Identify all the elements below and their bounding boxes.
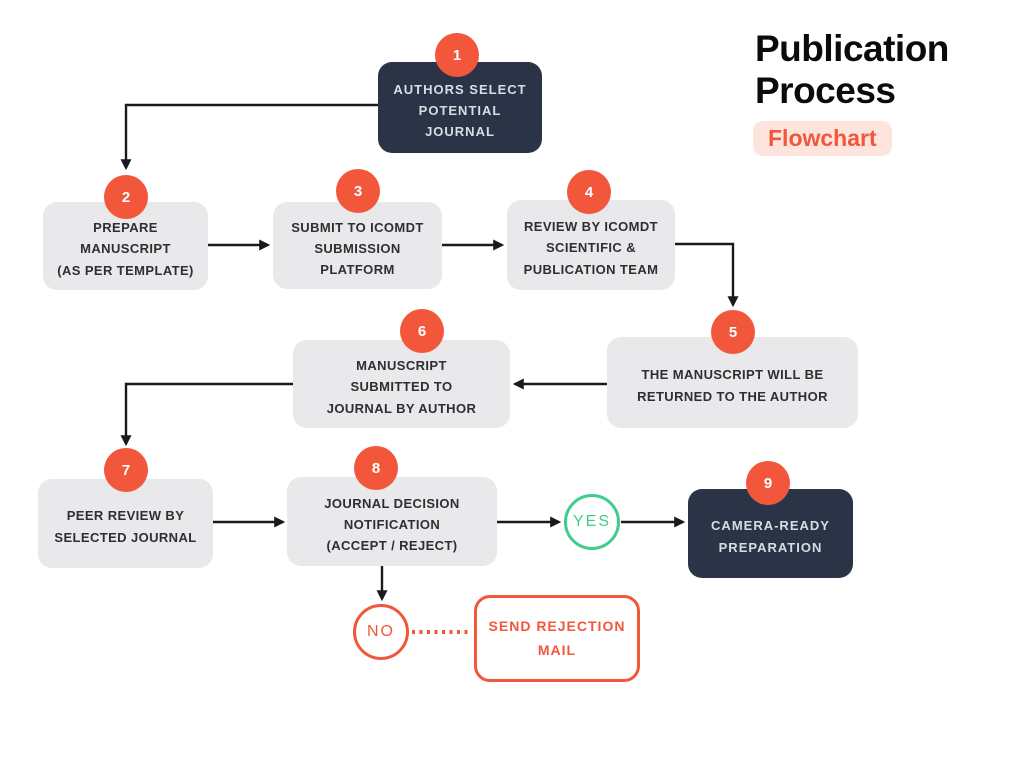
step-8-label: JOURNAL DECISION NOTIFICATION (ACCEPT / … xyxy=(324,495,460,554)
step-8-number-badge: 8 xyxy=(354,446,398,490)
send-rejection-mail-label: SEND REJECTION MAIL xyxy=(488,617,626,658)
send-rejection-mail-box: SEND REJECTION MAIL xyxy=(474,595,640,682)
step-6-box: MANUSCRIPT SUBMITTED TO JOURNAL BY AUTHO… xyxy=(293,340,510,428)
step-9-box: CAMERA-READY PREPARATION xyxy=(688,489,853,578)
step-7-label: PEER REVIEW BY SELECTED JOURNAL xyxy=(54,508,197,545)
step-4-box: REVIEW BY ICOMDT SCIENTIFIC & PUBLICATIO… xyxy=(507,200,675,290)
step-4-number-badge: 4 xyxy=(567,170,611,214)
step-2-number-badge: 2 xyxy=(104,175,148,219)
step-1-box: AUTHORS SELECT POTENTIAL JOURNAL xyxy=(378,62,542,153)
arrow-step1-to-step2 xyxy=(120,103,378,171)
step-2-label: PREPARE MANUSCRIPT (AS PER TEMPLATE) xyxy=(57,220,194,278)
step-6-number-badge: 6 xyxy=(400,309,444,353)
step-3-number-badge: 3 xyxy=(336,169,380,213)
step-7-number-badge: 7 xyxy=(104,448,148,492)
step-1-number-badge: 1 xyxy=(435,33,479,77)
arrow-step4-to-step5 xyxy=(675,242,739,308)
step-6-label: MANUSCRIPT SUBMITTED TO JOURNAL BY AUTHO… xyxy=(326,358,477,416)
no-decision-circle: NO xyxy=(353,604,409,660)
arrow-step6-to-step7 xyxy=(120,382,293,447)
yes-decision-circle: YES xyxy=(564,494,620,550)
step-7-box: PEER REVIEW BY SELECTED JOURNAL xyxy=(38,479,213,568)
step-3-box: SUBMIT TO ICOMDT SUBMISSION PLATFORM xyxy=(273,202,442,289)
step-5-label: THE MANUSCRIPT WILL BE RETURNED TO THE A… xyxy=(637,367,828,404)
step-9-number-badge: 9 xyxy=(746,461,790,505)
step-4-label: REVIEW BY ICOMDT SCIENTIFIC & PUBLICATIO… xyxy=(523,219,659,277)
step-8-box: JOURNAL DECISION NOTIFICATION (ACCEPT / … xyxy=(287,477,497,566)
flowchart-badge: Flowchart xyxy=(753,121,892,156)
page-title: Publication Process xyxy=(755,28,949,111)
step-1-label: AUTHORS SELECT POTENTIAL JOURNAL xyxy=(393,81,527,140)
step-5-number-badge: 5 xyxy=(711,310,755,354)
step-9-label: CAMERA-READY PREPARATION xyxy=(711,518,830,555)
step-3-label: SUBMIT TO ICOMDT SUBMISSION PLATFORM xyxy=(291,219,424,278)
